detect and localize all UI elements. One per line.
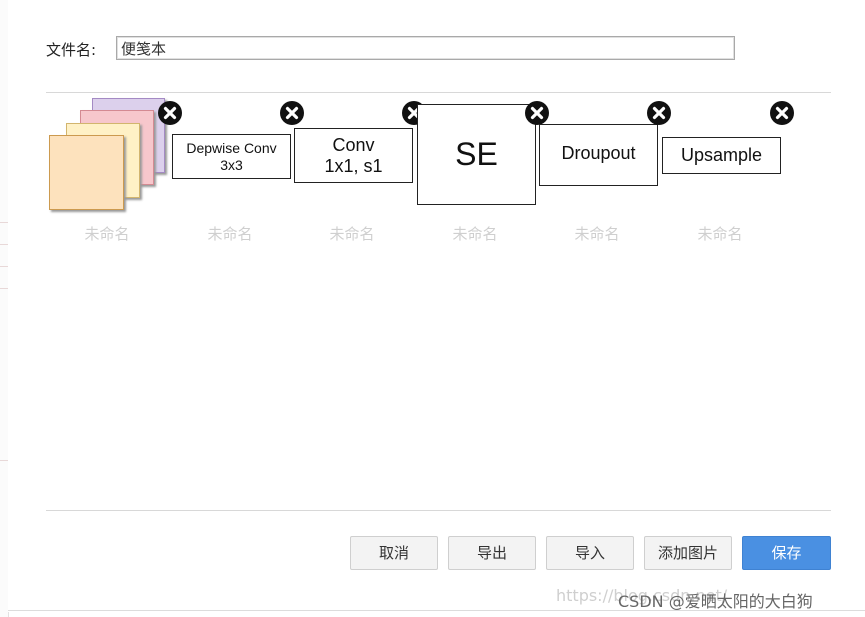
close-icon[interactable] bbox=[770, 101, 794, 125]
shape-name-label: 未命名 bbox=[207, 225, 253, 243]
close-icon[interactable] bbox=[158, 101, 182, 125]
shape-text-line1: Droupout bbox=[561, 143, 636, 163]
close-icon[interactable] bbox=[647, 101, 671, 125]
shape-depwise-conv[interactable]: Depwise Conv 3x3 bbox=[172, 134, 291, 179]
stack-sheet-orange bbox=[49, 135, 124, 210]
shape-text-line2: 3x3 bbox=[220, 156, 243, 173]
csdn-credit: CSDN @爱晒太阳的大白狗 bbox=[618, 592, 813, 611]
shape-text-line1: Conv bbox=[332, 134, 375, 155]
save-button[interactable]: 保存 bbox=[742, 536, 831, 570]
import-button[interactable]: 导入 bbox=[546, 536, 634, 570]
watermark-text: https://blog.csdn.net/ bbox=[556, 586, 728, 605]
shape-name-label: 未命名 bbox=[84, 225, 130, 243]
shape-text-line1: Upsample bbox=[680, 145, 763, 166]
shape-droupout[interactable]: Droupout bbox=[539, 124, 658, 186]
shape-name-label: 未命名 bbox=[329, 225, 375, 243]
file-name-label: 文件名: bbox=[46, 41, 97, 59]
close-icon[interactable] bbox=[525, 101, 549, 125]
shape-conv[interactable]: Conv 1x1, s1 bbox=[294, 128, 413, 183]
cancel-button[interactable]: 取消 bbox=[350, 536, 438, 570]
shape-upsample[interactable]: Upsample bbox=[662, 137, 781, 174]
dialog-bottom-border bbox=[8, 610, 865, 611]
shape-text-line1: SE bbox=[455, 136, 498, 173]
export-button[interactable]: 导出 bbox=[448, 536, 536, 570]
top-divider bbox=[46, 92, 831, 93]
shape-text-line1: Depwise Conv bbox=[186, 140, 277, 157]
add-image-button[interactable]: 添加图片 bbox=[644, 536, 732, 570]
shape-name-label: 未命名 bbox=[697, 225, 743, 243]
shape-text-line2: 1x1, s1 bbox=[324, 155, 383, 176]
close-icon[interactable] bbox=[280, 101, 304, 125]
shape-name-label: 未命名 bbox=[574, 225, 620, 243]
shape-se[interactable]: SE bbox=[417, 104, 536, 205]
bottom-divider bbox=[46, 510, 831, 511]
shape-name-label: 未命名 bbox=[452, 225, 498, 243]
file-name-input[interactable] bbox=[116, 36, 735, 60]
